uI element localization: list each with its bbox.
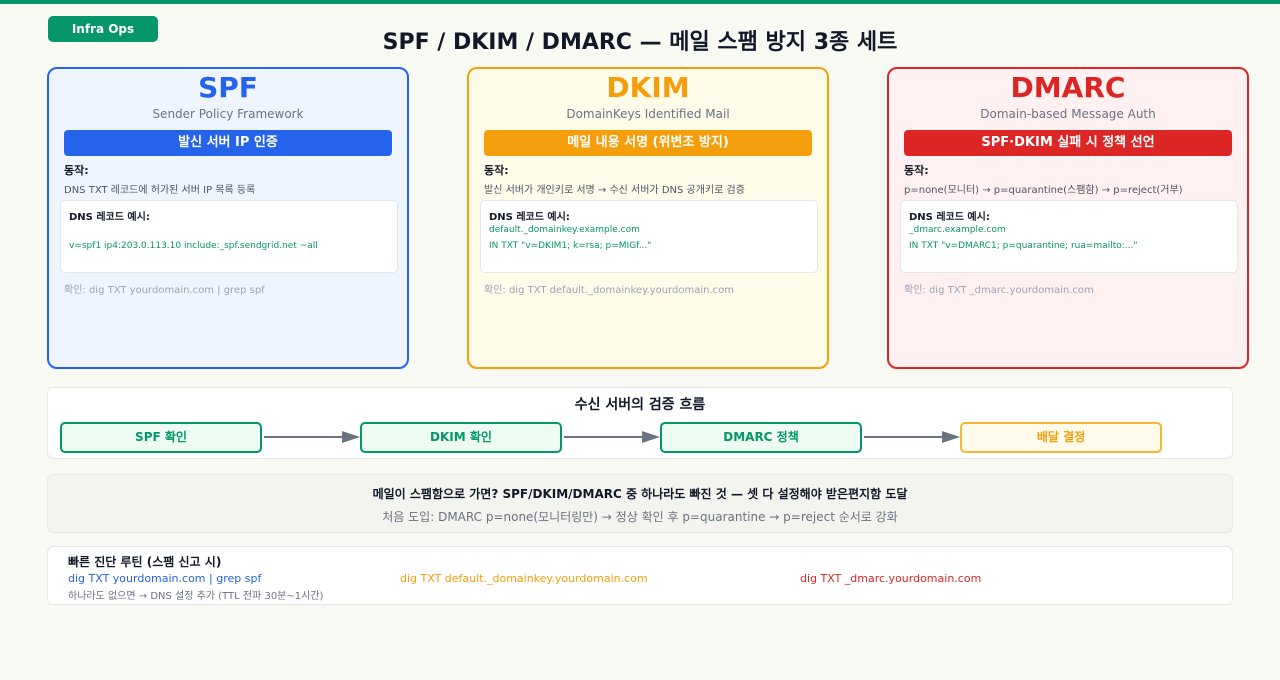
flow-arrow-3: [864, 431, 960, 443]
dkim-card-banner: 메일 내용 서명 (위변조 방지): [484, 130, 812, 156]
dkim-action-label: 동작:: [484, 164, 509, 177]
spf-action-text: DNS TXT 레코드에 허가된 서버 IP 목록 등록: [64, 185, 256, 196]
spf-action-label: 동작:: [64, 164, 89, 177]
spf-card-subtitle: Sender Policy Framework: [152, 107, 304, 121]
spam-note-rollout: 처음 도입: DMARC p=none(모니터링만) → 정상 확인 후 p=q…: [382, 510, 898, 524]
dkim-action-text: 발신 서버가 개인키로 서명 → 수신 서버가 DNS 공개키로 검증: [484, 185, 745, 196]
dkim-card-subtitle: DomainKeys Identified Mail: [566, 107, 730, 121]
spf-card: SPF Sender Policy Framework 발신 서버 IP 인증 …: [47, 67, 409, 369]
spf-card-title: SPF: [198, 71, 258, 104]
dmarc-card-banner: SPF·DKIM 실패 시 정책 선언: [904, 130, 1232, 156]
diagnosis-footer: 하나라도 없으면 → DNS 설정 추가 (TTL 전파 30분~1시간): [68, 591, 324, 602]
dmarc-check-command: 확인: dig TXT _dmarc.yourdomain.com: [904, 285, 1094, 296]
dkim-dns-label: DNS 레코드 예시:: [489, 212, 570, 223]
dmarc-action-label: 동작:: [904, 164, 929, 177]
diagnosis-command-dkim: dig TXT default._domainkey.yourdomain.co…: [400, 572, 648, 585]
dmarc-dns-record-name: _dmarc.example.com: [909, 225, 1006, 235]
dmarc-action-text: p=none(모니터) → p=quarantine(스팸함) → p=reje…: [904, 185, 1183, 196]
spf-card-banner: 발신 서버 IP 인증: [64, 130, 392, 156]
quick-diagnosis-panel: 빠른 진단 루틴 (스팸 신고 시) dig TXT yourdomain.co…: [47, 546, 1233, 605]
flow-step-dmarc: DMARC 정책: [660, 422, 862, 453]
verification-flow-panel: 수신 서버의 검증 흐름 SPF 확인 DKIM 확인 DMARC 정책 배달 …: [47, 387, 1233, 459]
spf-dns-label: DNS 레코드 예시:: [69, 212, 150, 223]
spf-dns-record: v=spf1 ip4:203.0.113.10 include:_spf.sen…: [69, 241, 318, 251]
dmarc-card-subtitle: Domain-based Message Auth: [980, 107, 1156, 121]
diagnosis-command-spf: dig TXT yourdomain.com | grep spf: [68, 572, 262, 585]
verification-flow-title: 수신 서버의 검증 흐름: [574, 397, 706, 413]
dmarc-dns-label: DNS 레코드 예시:: [909, 212, 990, 223]
flow-step-spf: SPF 확인: [60, 422, 262, 453]
quick-diagnosis-title: 빠른 진단 루틴 (스팸 신고 시): [68, 555, 222, 569]
spam-note-panel: 메일이 스팸함으로 가면? SPF/DKIM/DMARC 중 하나라도 빠진 것…: [47, 474, 1233, 533]
category-tag: Infra Ops: [48, 16, 158, 42]
top-accent-bar: [0, 0, 1280, 4]
dmarc-card: DMARC Domain-based Message Auth SPF·DKIM…: [887, 67, 1249, 369]
dmarc-card-title: DMARC: [1010, 71, 1126, 104]
flow-arrow-1: [264, 431, 360, 443]
spf-dns-example-box: DNS 레코드 예시: v=spf1 ip4:203.0.113.10 incl…: [60, 200, 398, 273]
diagnosis-command-dmarc: dig TXT _dmarc.yourdomain.com: [800, 572, 982, 585]
dkim-card: DKIM DomainKeys Identified Mail 메일 내용 서명…: [467, 67, 829, 369]
dkim-check-command: 확인: dig TXT default._domainkey.yourdomai…: [484, 285, 735, 296]
spam-note-headline: 메일이 스팸함으로 가면? SPF/DKIM/DMARC 중 하나라도 빠진 것…: [372, 487, 908, 501]
dkim-dns-record-value: IN TXT "v=DKIM1; k=rsa; p=MIGf...": [489, 241, 652, 251]
dmarc-dns-record-value: IN TXT "v=DMARC1; p=quarantine; rua=mail…: [909, 241, 1138, 251]
page-title: SPF / DKIM / DMARC — 메일 스팸 방지 3종 세트: [382, 30, 898, 55]
dmarc-dns-example-box: DNS 레코드 예시: _dmarc.example.com IN TXT "v…: [900, 200, 1238, 273]
dkim-card-title: DKIM: [606, 71, 690, 104]
dkim-dns-example-box: DNS 레코드 예시: default._domainkey.example.c…: [480, 200, 818, 273]
spf-check-command: 확인: dig TXT yourdomain.com | grep spf: [64, 285, 265, 296]
flow-step-delivery: 배달 결정: [960, 422, 1162, 453]
flow-arrow-2: [564, 431, 660, 443]
flow-step-dkim: DKIM 확인: [360, 422, 562, 453]
dkim-dns-record-name: default._domainkey.example.com: [489, 225, 640, 235]
